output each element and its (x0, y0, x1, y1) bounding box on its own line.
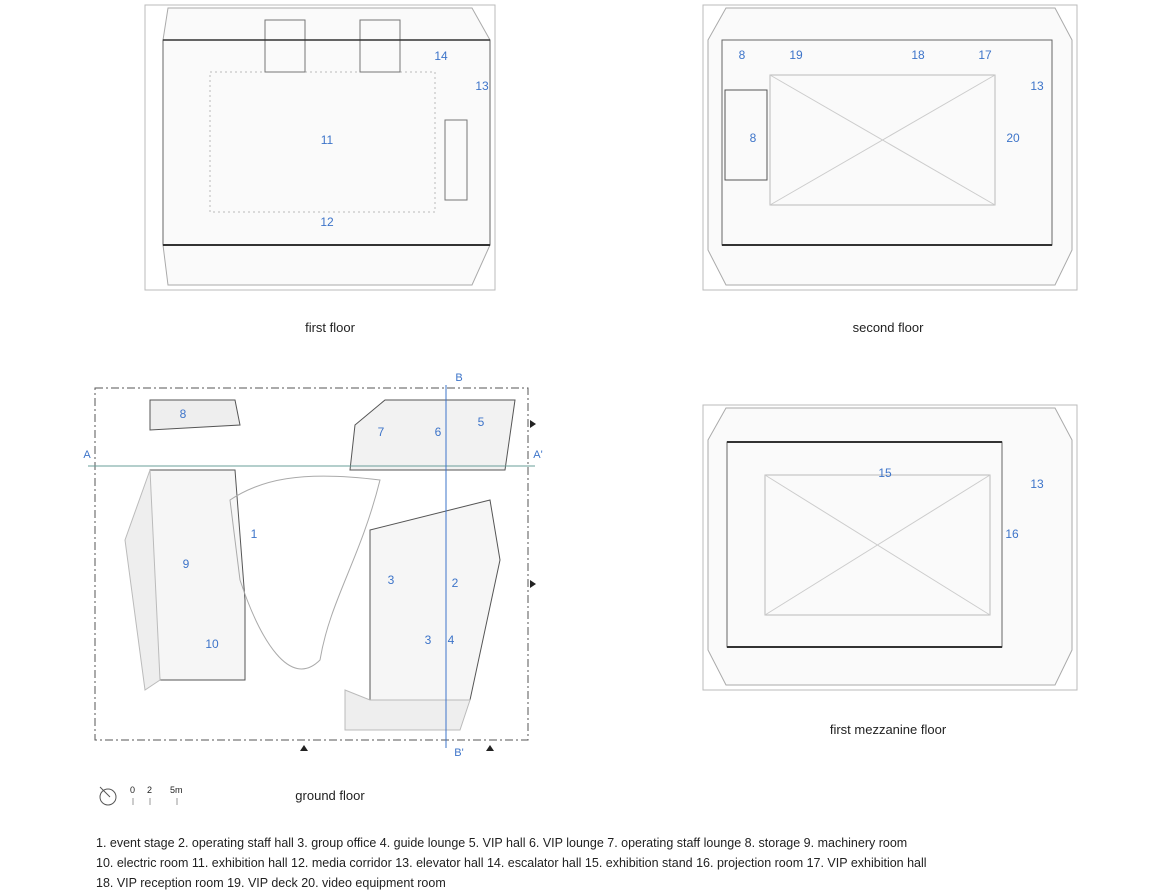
room-label: 8 (738, 48, 746, 62)
ground-floor-caption: ground floor (295, 788, 365, 803)
scale-tick-label: 2 (147, 785, 153, 795)
first-mezzanine-floor-plan (702, 404, 1078, 691)
room-label: 14 (434, 49, 448, 63)
scale-tick-label: 0 (130, 785, 136, 795)
room-label: 20 (1006, 131, 1020, 145)
room-label: 10 (205, 637, 219, 651)
room-label: 18 (911, 48, 925, 62)
legend-line: 10. electric room 11. exhibition hall 12… (96, 856, 927, 870)
room-legend: 1. event stage 2. operating staff hall 3… (96, 833, 927, 890)
room-label: 5 (477, 415, 485, 429)
room-label: 3 (424, 633, 432, 647)
section-marker: B' (454, 747, 464, 759)
room-label: 16 (1005, 527, 1019, 541)
section-marker: A' (533, 449, 543, 461)
legend-line: 18. VIP reception room 19. VIP deck 20. … (96, 876, 446, 890)
legend-line: 1. event stage 2. operating staff hall 3… (96, 836, 908, 850)
room-label: 13 (1030, 79, 1044, 93)
north-arrow-icon (99, 788, 117, 806)
room-label: 4 (447, 633, 455, 647)
room-label: 13 (475, 79, 489, 93)
second-floor-plan (702, 4, 1078, 291)
room-label: 9 (182, 557, 190, 571)
room-label: 3 (387, 573, 395, 587)
second-floor-caption: second floor (852, 320, 924, 335)
room-label: 1 (250, 527, 258, 541)
scale-tick-label: 5m (170, 785, 183, 795)
room-label: 13 (1030, 477, 1044, 491)
mezzanine-floor-caption: first mezzanine floor (829, 722, 947, 737)
room-label: 2 (451, 576, 459, 590)
section-marker: B (455, 372, 463, 384)
room-label: 11 (320, 133, 334, 147)
room-label: 15 (878, 466, 892, 480)
section-marker: A (83, 449, 91, 461)
room-label: 12 (320, 215, 334, 229)
room-label: 8 (749, 131, 757, 145)
ground-floor-plan (88, 385, 535, 748)
room-label: 7 (377, 425, 385, 439)
first-floor-caption: first floor (305, 320, 355, 335)
room-label: 6 (434, 425, 442, 439)
first-floor-plan (144, 4, 496, 291)
room-label: 17 (978, 48, 992, 62)
room-label: 8 (179, 407, 187, 421)
room-label: 19 (789, 48, 803, 62)
